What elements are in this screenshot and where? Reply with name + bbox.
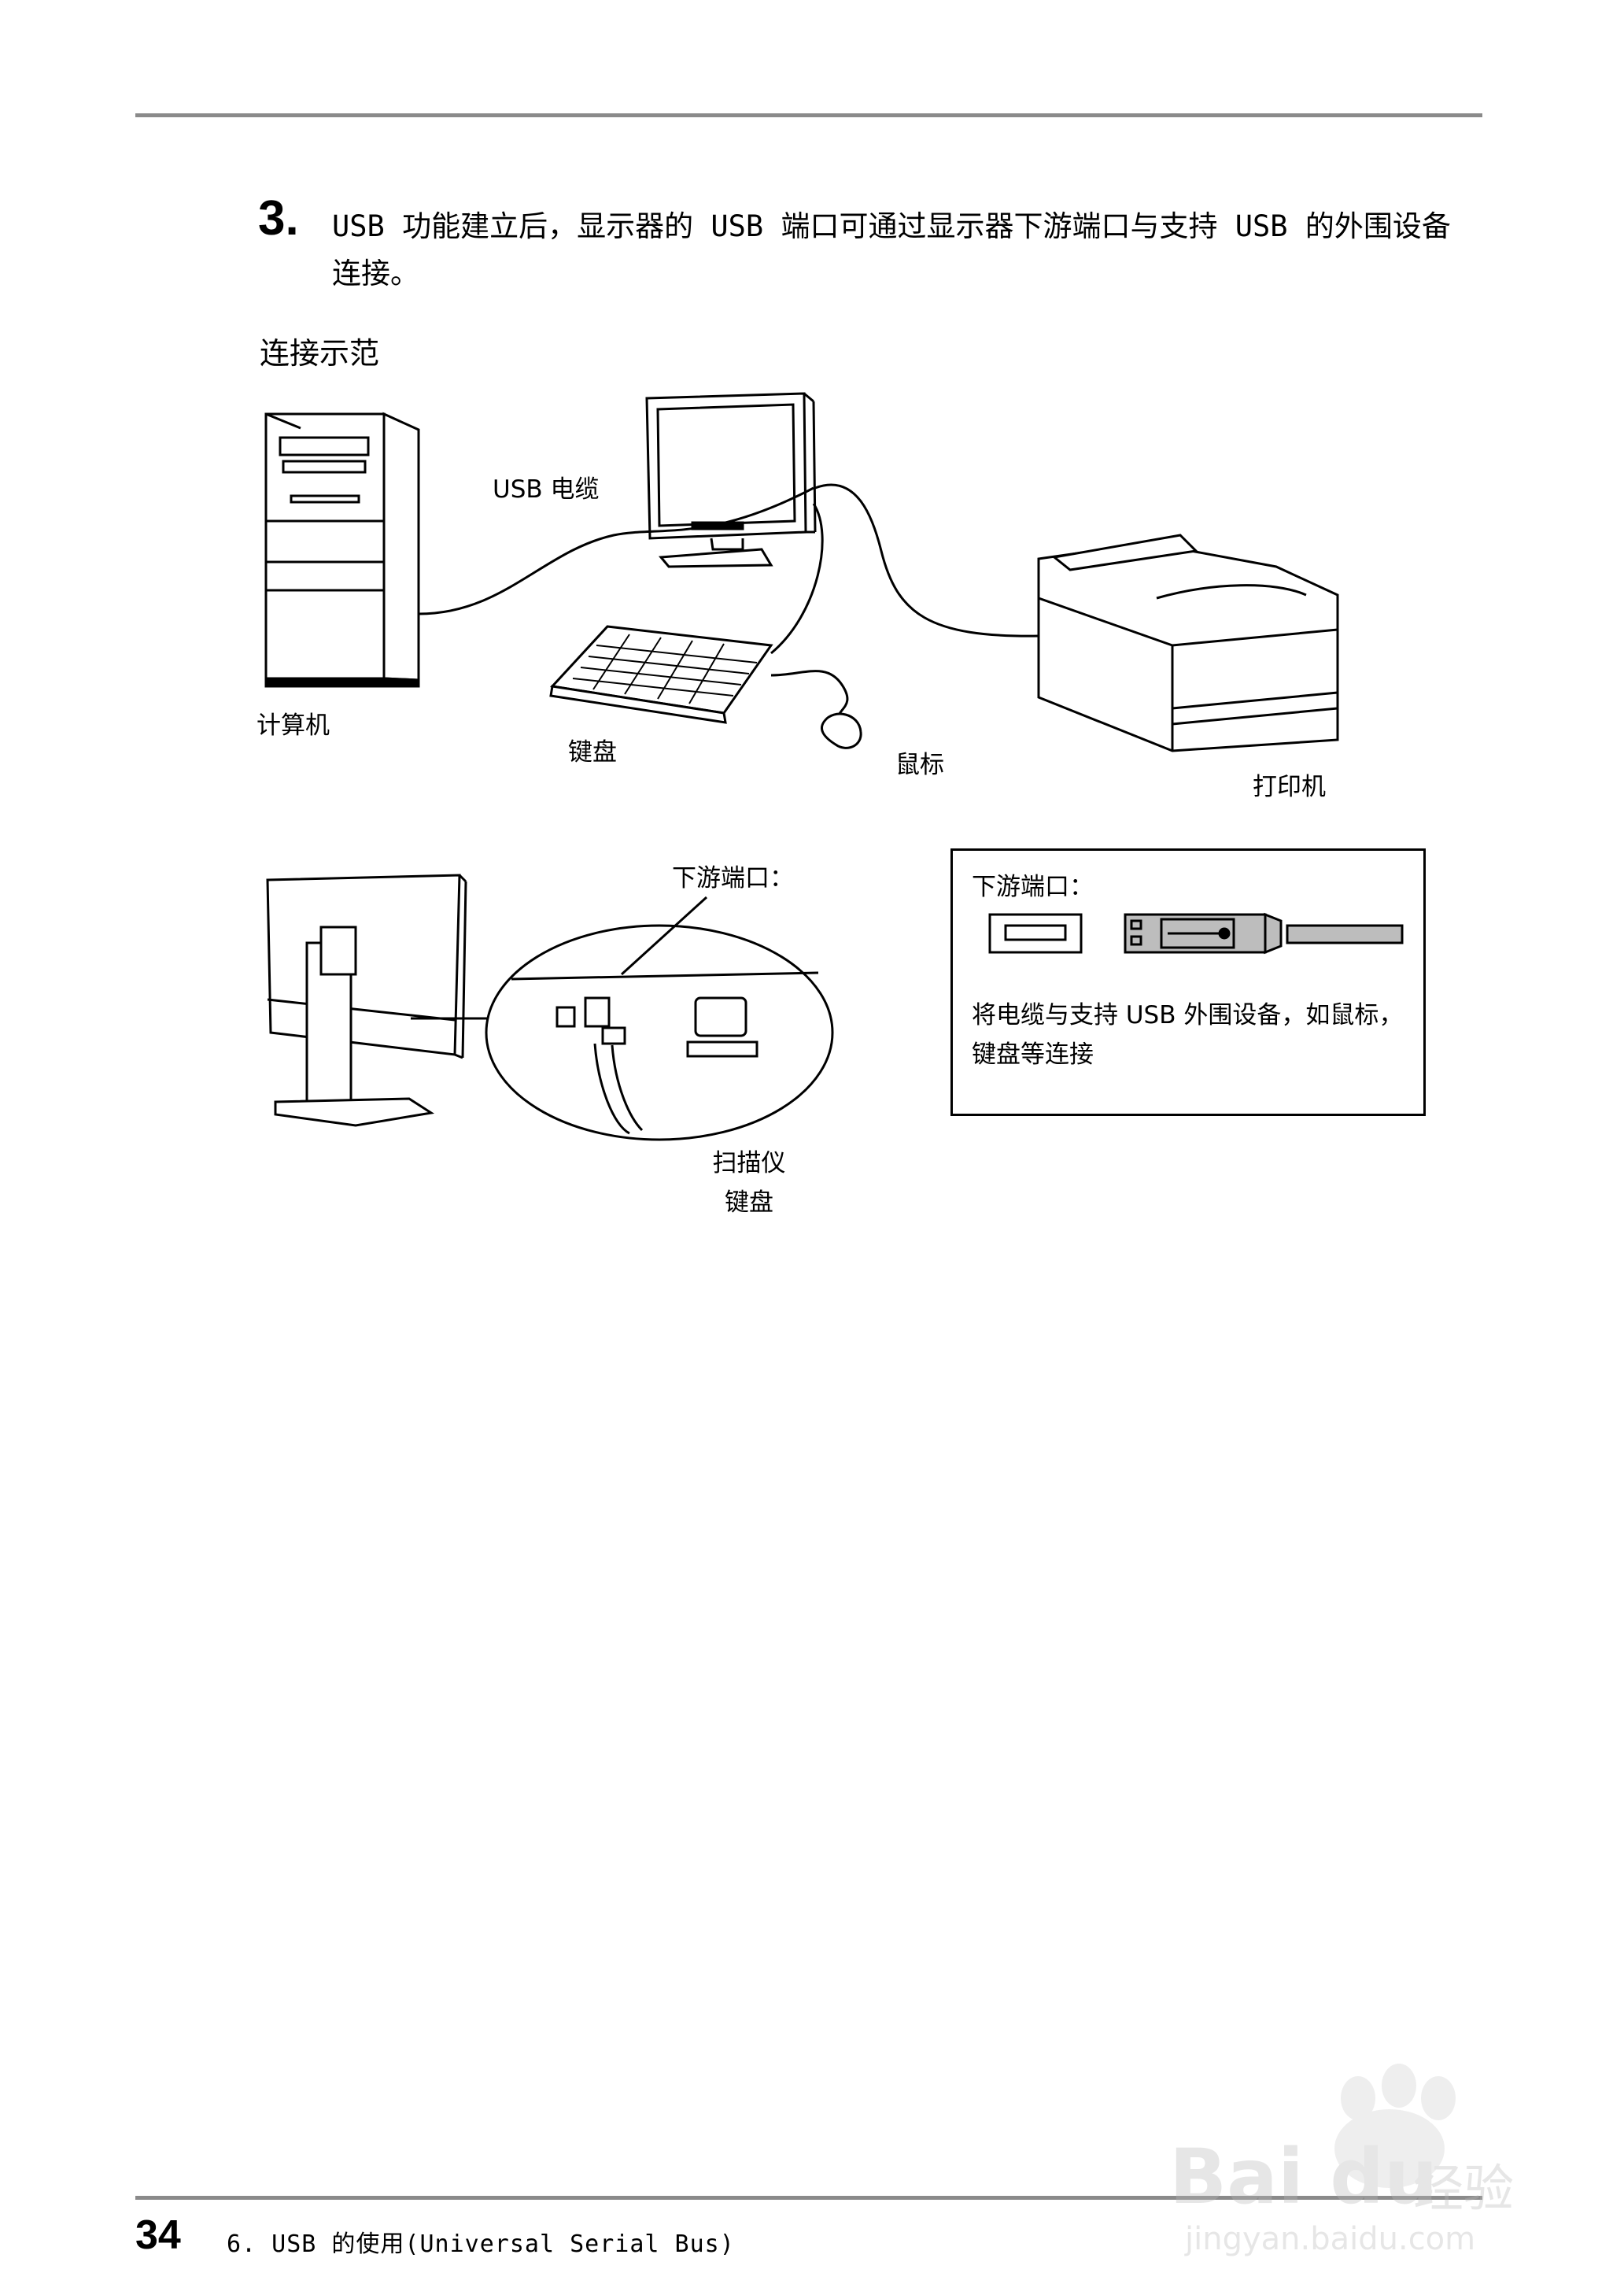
zoom-bubble: [485, 896, 834, 1141]
step-number: 3.: [258, 191, 299, 246]
watermark-brand: Bai du: [1169, 2133, 1438, 2221]
step-text: USB 功能建立后，显示器的 USB 端口可通过显示器下游端口与支持 USB 的…: [332, 209, 1451, 290]
info-box-description: 将电缆与支持 USB 外围设备，如鼠标，键盘等连接: [972, 1001, 1404, 1069]
keyboard-label: 键盘: [568, 738, 617, 767]
usb-cable-label: USB 电缆: [493, 475, 600, 504]
watermark-suffix: 经验: [1413, 2160, 1514, 2219]
keyboard-label-bottom: 键盘: [725, 1188, 773, 1217]
mouse-label: 鼠标: [895, 751, 944, 779]
footer-title: 6. USB 的使用(Universal Serial Bus): [227, 2230, 735, 2258]
bottom-rule: [135, 2196, 1482, 2200]
usb-connector-icon: [988, 912, 1404, 955]
info-box: 下游端口： 将电缆与支持 USB 外围设备，如鼠标，键盘等连接: [950, 848, 1426, 1116]
computer-label: 计算机: [257, 711, 330, 740]
page-number: 34: [135, 2212, 181, 2258]
section-title: 连接示范: [260, 336, 380, 371]
usb-cable: [418, 486, 814, 615]
baidu-watermark: Bai du 经验 jingyan.baidu.com: [1153, 2054, 1523, 2259]
monitor-icon: [645, 392, 817, 568]
printer-label: 打印机: [1253, 773, 1326, 801]
watermark-url: jingyan.baidu.com: [1185, 2221, 1476, 2257]
info-box-title: 下游端口：: [972, 873, 1094, 901]
mouse-icon: [821, 712, 862, 749]
keyboard-icon: [549, 625, 773, 724]
paw-icon: [1334, 2064, 1456, 2188]
computer-tower-icon: [264, 412, 420, 688]
top-rule: [135, 113, 1482, 117]
scanner-label: 扫描仪: [712, 1149, 786, 1177]
downstream-port-label: 下游端口：: [672, 864, 794, 893]
monitor-rear-icon: [266, 874, 467, 1127]
printer-icon: [1037, 534, 1339, 752]
